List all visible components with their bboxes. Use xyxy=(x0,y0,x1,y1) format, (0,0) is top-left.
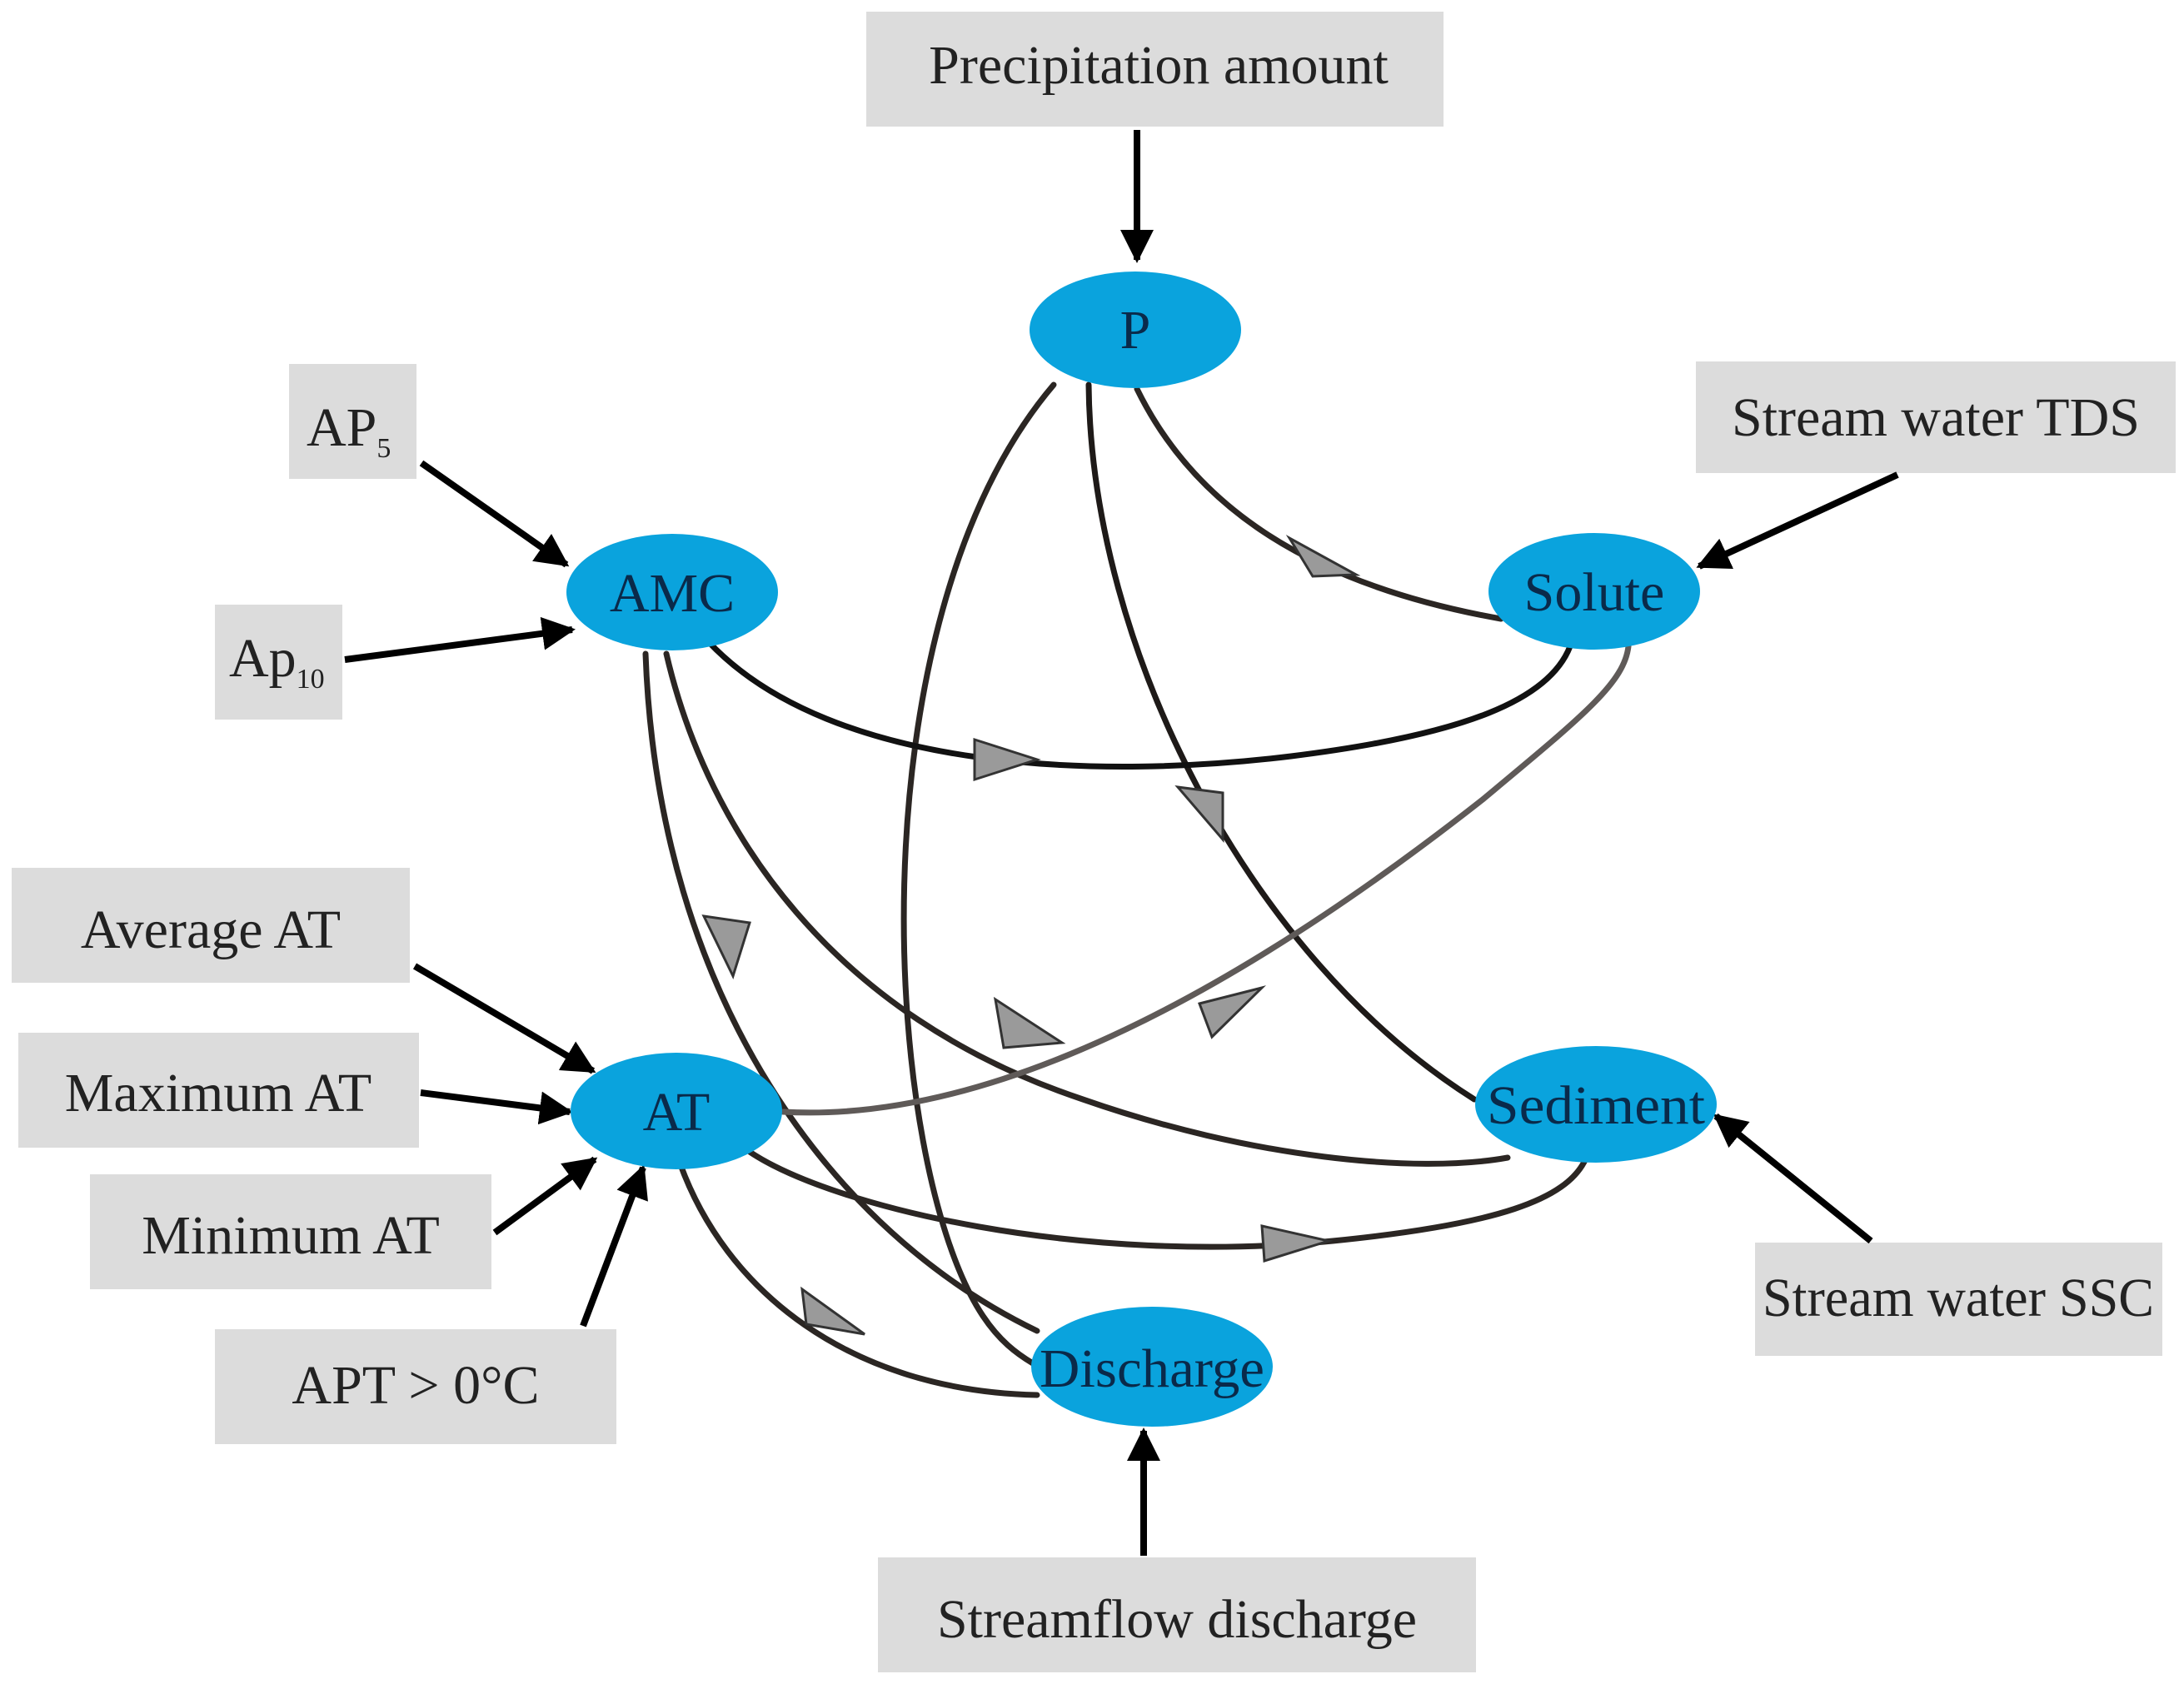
ap10-base: Ap xyxy=(229,628,297,689)
stream-water-tds-label: Stream water TDS xyxy=(1732,387,2140,448)
apt-gt-0c-label: APT > 0°C xyxy=(292,1355,539,1416)
edge-amc-to-solute xyxy=(705,638,1573,770)
precipitation-amount-label: Precipitation amount xyxy=(929,35,1389,96)
node-at-label: AT xyxy=(643,1082,711,1143)
box-ap5: AP5 xyxy=(289,364,416,479)
node-amc: AMC xyxy=(566,534,778,650)
arrow-ap5-to-amc xyxy=(419,460,570,568)
arrow-tds-to-solute xyxy=(1696,471,1899,570)
box-streamflow-discharge: Streamflow discharge xyxy=(878,1557,1476,1672)
edge-at-to-solute xyxy=(780,643,1632,1116)
arrow-minimum-at-to-at xyxy=(492,1156,598,1236)
box-stream-water-ssc: Stream water SSC xyxy=(1755,1243,2162,1356)
arrowhead-amc-to-sediment xyxy=(993,996,1066,1049)
streamflow-discharge-label: Streamflow discharge xyxy=(937,1589,1417,1650)
node-solute: Solute xyxy=(1488,533,1700,650)
node-p-label: P xyxy=(1120,300,1151,361)
edge-group xyxy=(642,381,1632,1398)
ap10-subscript: 10 xyxy=(297,664,325,695)
arrowhead-at-to-sediment xyxy=(1260,1224,1334,1263)
node-discharge: Discharge xyxy=(1031,1307,1273,1427)
arrowhead-at-to-discharge xyxy=(800,1286,865,1336)
node-sediment-label: Sediment xyxy=(1487,1075,1705,1136)
box-precipitation-amount: Precipitation amount xyxy=(866,12,1444,127)
edge-amc-to-sediment xyxy=(663,650,1511,1167)
node-discharge-label: Discharge xyxy=(1040,1338,1264,1399)
ap10-label: Ap10 xyxy=(229,628,325,695)
arrow-maximum-at-to-at xyxy=(420,1089,573,1125)
arrowhead-p-to-solute xyxy=(1285,534,1361,578)
average-at-label: Average AT xyxy=(81,899,341,960)
arrow-ap10-to-amc xyxy=(344,616,576,663)
ap5-base: AP xyxy=(307,397,376,458)
box-ap10: Ap10 xyxy=(215,605,342,720)
edge-p-to-discharge xyxy=(900,381,1057,1367)
arrow-apt-to-at xyxy=(580,1164,648,1328)
minimum-at-label: Minimum AT xyxy=(142,1205,440,1266)
ap5-subscript: 5 xyxy=(376,433,391,464)
arrowhead-amc-to-discharge xyxy=(701,914,751,980)
maximum-at-label: Maximum AT xyxy=(65,1063,372,1123)
box-minimum-at: Minimum AT xyxy=(90,1174,491,1289)
node-at: AT xyxy=(571,1053,782,1169)
input-arrows xyxy=(344,130,1899,1556)
box-maximum-at: Maximum AT xyxy=(18,1033,419,1148)
arrowhead-p-to-sediment xyxy=(1174,785,1224,844)
arrow-ssc-to-sediment xyxy=(1713,1113,1873,1244)
stream-water-ssc-label: Stream water SSC xyxy=(1763,1268,2154,1328)
box-stream-water-tds: Stream water TDS xyxy=(1696,361,2176,473)
ap5-label: AP5 xyxy=(307,397,391,464)
node-p: P xyxy=(1030,272,1241,388)
box-average-at: Average AT xyxy=(12,868,410,983)
arrowhead-at-to-solute xyxy=(1198,985,1267,1039)
edge-p-to-sediment xyxy=(1085,381,1478,1103)
node-sediment: Sediment xyxy=(1475,1046,1717,1163)
edge-at-to-sediment xyxy=(746,1148,1588,1250)
edge-p-to-solute xyxy=(1134,386,1504,622)
edge-arrowheads xyxy=(701,534,1361,1336)
edge-at-to-discharge xyxy=(676,1157,1040,1398)
arrowhead-amc-to-solute xyxy=(973,737,1041,782)
node-amc-label: AMC xyxy=(610,563,735,624)
box-apt-gt-0c: APT > 0°C xyxy=(215,1329,616,1444)
arrow-average-at-to-at xyxy=(412,963,596,1074)
node-solute-label: Solute xyxy=(1524,562,1665,623)
